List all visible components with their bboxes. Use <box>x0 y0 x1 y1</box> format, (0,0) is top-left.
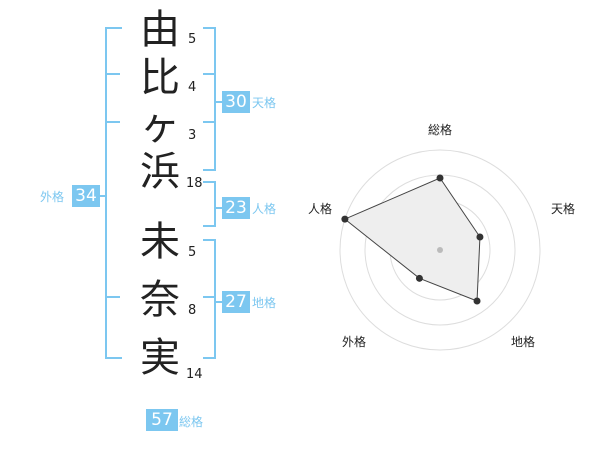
radar-polygon <box>343 177 481 302</box>
radar-center-dot <box>437 247 443 253</box>
jinkaku-bracket <box>203 181 216 227</box>
radar-point <box>436 174 444 182</box>
tenkaku-label: 天格 <box>252 96 277 110</box>
gaikaku-value: 34 <box>72 185 100 207</box>
stroke-count: 8 <box>188 303 197 318</box>
stroke-count: 3 <box>188 128 197 143</box>
stroke-count: 18 <box>186 176 203 191</box>
radar-point <box>476 233 484 241</box>
chikaku-bracket <box>203 239 216 359</box>
jinkaku-label: 人格 <box>252 202 277 216</box>
chikaku-label: 地格 <box>252 296 277 310</box>
stroke-count: 5 <box>188 245 197 260</box>
radar-point <box>473 297 481 305</box>
radar-point <box>341 215 349 223</box>
stroke-count: 14 <box>186 367 203 382</box>
radar-ring <box>339 149 541 351</box>
radar-axis-label: 地格 <box>511 335 536 349</box>
tenkaku-bracket <box>203 27 216 171</box>
radar-point <box>415 274 423 282</box>
stroke-count: 5 <box>188 32 197 47</box>
radar-axis-label: 天格 <box>551 202 576 216</box>
soukaku-label: 総格 <box>179 415 204 429</box>
gaikaku-label: 外格 <box>40 190 65 204</box>
radar-axis-label: 外格 <box>342 335 367 349</box>
gaikaku-bracket <box>105 27 122 359</box>
chikaku-value: 27 <box>222 291 250 313</box>
soukaku-value: 57 <box>146 409 178 431</box>
tenkaku-value: 30 <box>222 91 250 113</box>
radar-axis-label: 人格 <box>308 202 333 216</box>
stroke-count: 4 <box>188 80 197 95</box>
radar-axis-label: 総格 <box>428 123 453 137</box>
jinkaku-value: 23 <box>222 197 250 219</box>
